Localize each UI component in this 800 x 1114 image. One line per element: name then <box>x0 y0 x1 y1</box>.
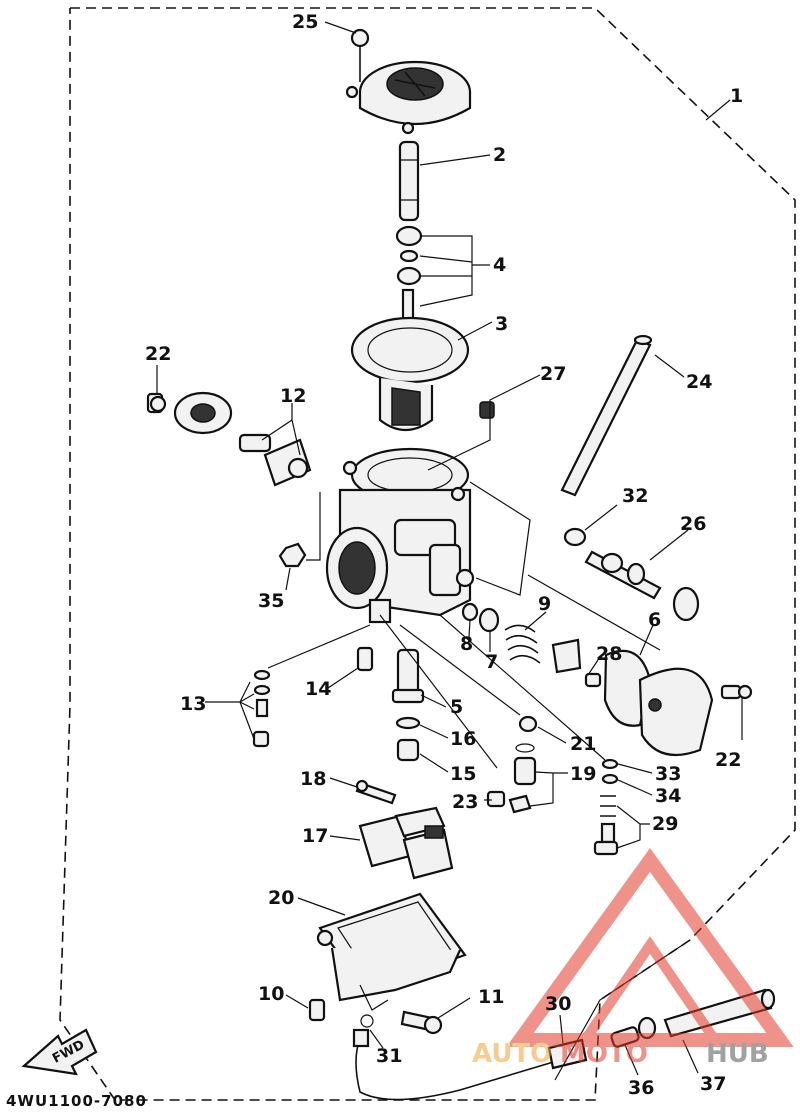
carburetor-body <box>325 447 475 624</box>
callout-11: 11 <box>478 986 504 1008</box>
callout-13: 13 <box>180 693 206 715</box>
cover-12-left <box>173 391 233 435</box>
float-pin-18 <box>355 779 397 805</box>
spring-screw-29 <box>593 795 619 856</box>
float-bowl <box>316 929 462 1011</box>
callout-35: 35 <box>258 590 284 612</box>
callout-18: 18 <box>300 768 326 790</box>
callout-15: 15 <box>450 763 476 785</box>
callout-22-right: 22 <box>715 749 741 771</box>
nut-35 <box>278 542 307 568</box>
ring-32 <box>563 527 587 547</box>
callout-3: 3 <box>495 313 508 335</box>
callout-32: 32 <box>622 485 648 507</box>
adjust-screw-26 <box>584 550 700 622</box>
ring-21 <box>518 715 538 733</box>
callout-8: 8 <box>460 633 473 655</box>
assembly-boundary <box>59 7 796 1101</box>
screw-28 <box>584 672 602 688</box>
callout-26: 26 <box>680 513 706 535</box>
top-cover <box>345 60 472 135</box>
rod-24 <box>560 334 653 497</box>
callout-20: 20 <box>268 887 294 909</box>
drawing-code: 4WU1100-7080 <box>6 1092 147 1110</box>
float-17 <box>358 806 454 880</box>
bolt-22-right <box>720 684 753 700</box>
callout-12: 12 <box>280 385 306 407</box>
spring-2 <box>398 140 420 222</box>
hose-end <box>352 1028 370 1048</box>
watermark-moto: MOTO <box>560 1039 648 1069</box>
jet-15 <box>396 738 420 762</box>
plug-27 <box>479 401 495 419</box>
callout-14: 14 <box>305 678 331 700</box>
callout-33: 33 <box>655 763 681 785</box>
callout-7: 7 <box>485 651 498 673</box>
callout-9: 9 <box>538 593 551 615</box>
washer-34 <box>601 773 619 785</box>
drain-screw-11 <box>400 1010 443 1035</box>
callout-28: 28 <box>596 643 622 665</box>
bolt-22-left <box>146 392 167 414</box>
callout-37: 37 <box>700 1073 726 1095</box>
callout-24: 24 <box>686 371 712 393</box>
callout-17: 17 <box>302 825 328 847</box>
float-valve-19 <box>508 743 537 814</box>
callout-6: 6 <box>648 609 661 631</box>
callout-5: 5 <box>450 696 463 718</box>
watermark-auto: AUTO <box>472 1039 552 1069</box>
callout-34: 34 <box>655 785 681 807</box>
bracket-28 <box>551 638 582 674</box>
screw-25 <box>350 28 370 82</box>
callout-22-left: 22 <box>145 343 171 365</box>
washer-33 <box>601 758 619 770</box>
callout-19: 19 <box>570 763 596 785</box>
callout-10: 10 <box>258 983 284 1005</box>
clip-31 <box>360 1014 374 1028</box>
jet-14 <box>356 646 374 672</box>
cover-6 <box>603 649 714 757</box>
callout-21: 21 <box>570 733 596 755</box>
callout-30: 30 <box>545 993 571 1015</box>
watermark-logo: AUTO MOTO HUB <box>472 848 794 1069</box>
callout-23: 23 <box>452 791 478 813</box>
diaphragm-piston-3 <box>350 316 470 432</box>
callout-25: 25 <box>292 11 318 33</box>
callout-1: 1 <box>730 85 743 107</box>
callout-4: 4 <box>493 254 506 276</box>
plug-23 <box>486 790 506 808</box>
washer-16 <box>395 716 421 730</box>
callout-2: 2 <box>493 144 506 166</box>
jet-holder-5 <box>391 648 425 704</box>
spring-9 <box>504 624 541 664</box>
callout-36: 36 <box>628 1077 654 1099</box>
callout-16: 16 <box>450 728 476 750</box>
callout-31: 31 <box>376 1045 402 1067</box>
washer-8 <box>461 602 479 622</box>
ring-7 <box>478 607 500 633</box>
watermark-hub: HUB <box>706 1039 769 1069</box>
spring-12 <box>238 433 312 487</box>
callout-labels: 25 1 2 4 3 22 27 24 12 32 26 35 9 6 8 28… <box>145 11 743 1099</box>
screw-10 <box>308 998 326 1022</box>
fwd-arrow: FWD <box>21 1028 98 1076</box>
drain-hose <box>355 1037 561 1101</box>
screw-set-13 <box>252 669 271 748</box>
callout-29: 29 <box>652 813 678 835</box>
callout-27: 27 <box>540 363 566 385</box>
